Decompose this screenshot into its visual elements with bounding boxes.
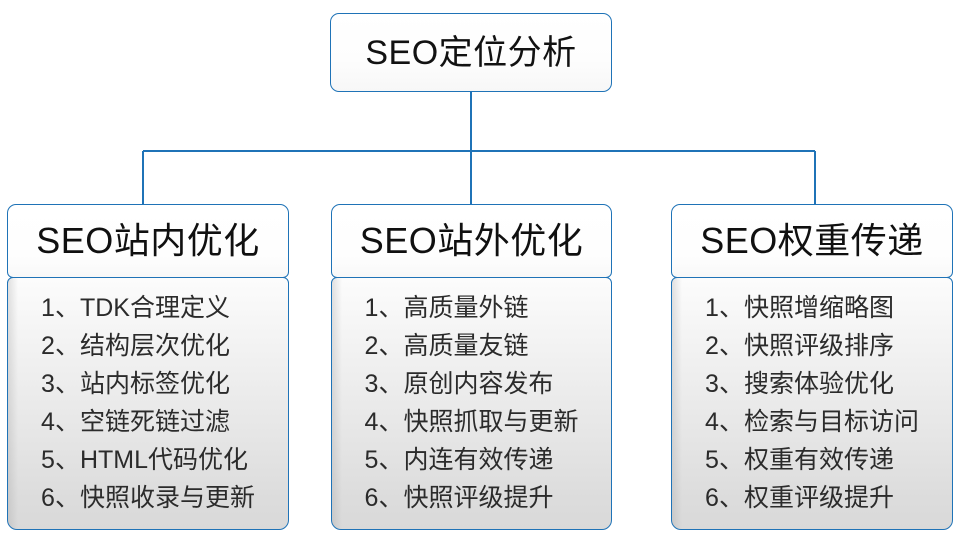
list-item: 5、HTML代码优化: [41, 446, 249, 474]
list-item: 2、高质量友链: [364, 332, 529, 360]
list-item: 4、快照抓取与更新: [364, 408, 579, 436]
branch-column-weight-transfer: SEO权重传递 1、快照增缩略图 2、快照评级排序 3、搜索体验优化 4、检索与…: [671, 204, 953, 530]
branch-header-off-site[interactable]: SEO站外优化: [331, 204, 612, 278]
list-item: 2、结构层次优化: [41, 332, 230, 360]
branch-header-label: SEO权重传递: [700, 220, 924, 261]
root-node-label: SEO定位分析: [365, 33, 577, 72]
list-item: 3、原创内容发布: [364, 370, 554, 398]
list-item: 1、TDK合理定义: [41, 294, 230, 322]
branch-list-weight-transfer: 1、快照增缩略图 2、快照评级排序 3、搜索体验优化 4、检索与目标访问 5、权…: [671, 277, 953, 530]
list-item: 6、快照评级提升: [364, 484, 554, 512]
list-item: 5、内连有效传递: [364, 446, 554, 474]
list-item: 1、高质量外链: [364, 294, 529, 322]
list-item: 1、快照增缩略图: [705, 294, 894, 322]
list-item: 4、检索与目标访问: [705, 408, 919, 436]
list-item: 4、空链死链过滤: [41, 408, 230, 436]
list-item: 6、权重评级提升: [705, 484, 894, 512]
root-node[interactable]: SEO定位分析: [330, 13, 612, 92]
branch-column-on-site: SEO站内优化 1、TDK合理定义 2、结构层次优化 3、站内标签优化 4、空链…: [7, 204, 289, 530]
branch-column-off-site: SEO站外优化 1、高质量外链 2、高质量友链 3、原创内容发布 4、快照抓取与…: [331, 204, 612, 530]
list-item: 3、站内标签优化: [41, 370, 230, 398]
list-item: 2、快照评级排序: [705, 332, 894, 360]
branch-header-weight-transfer[interactable]: SEO权重传递: [671, 204, 953, 278]
branch-header-label: SEO站内优化: [36, 220, 260, 261]
list-item: 3、搜索体验优化: [705, 370, 894, 398]
list-item: 5、权重有效传递: [705, 446, 894, 474]
branch-header-on-site[interactable]: SEO站内优化: [7, 204, 289, 278]
list-item: 6、快照收录与更新: [41, 484, 255, 512]
branch-header-label: SEO站外优化: [359, 220, 584, 261]
branch-list-off-site: 1、高质量外链 2、高质量友链 3、原创内容发布 4、快照抓取与更新 5、内连有…: [331, 277, 612, 530]
branch-list-on-site: 1、TDK合理定义 2、结构层次优化 3、站内标签优化 4、空链死链过滤 5、H…: [7, 277, 289, 530]
